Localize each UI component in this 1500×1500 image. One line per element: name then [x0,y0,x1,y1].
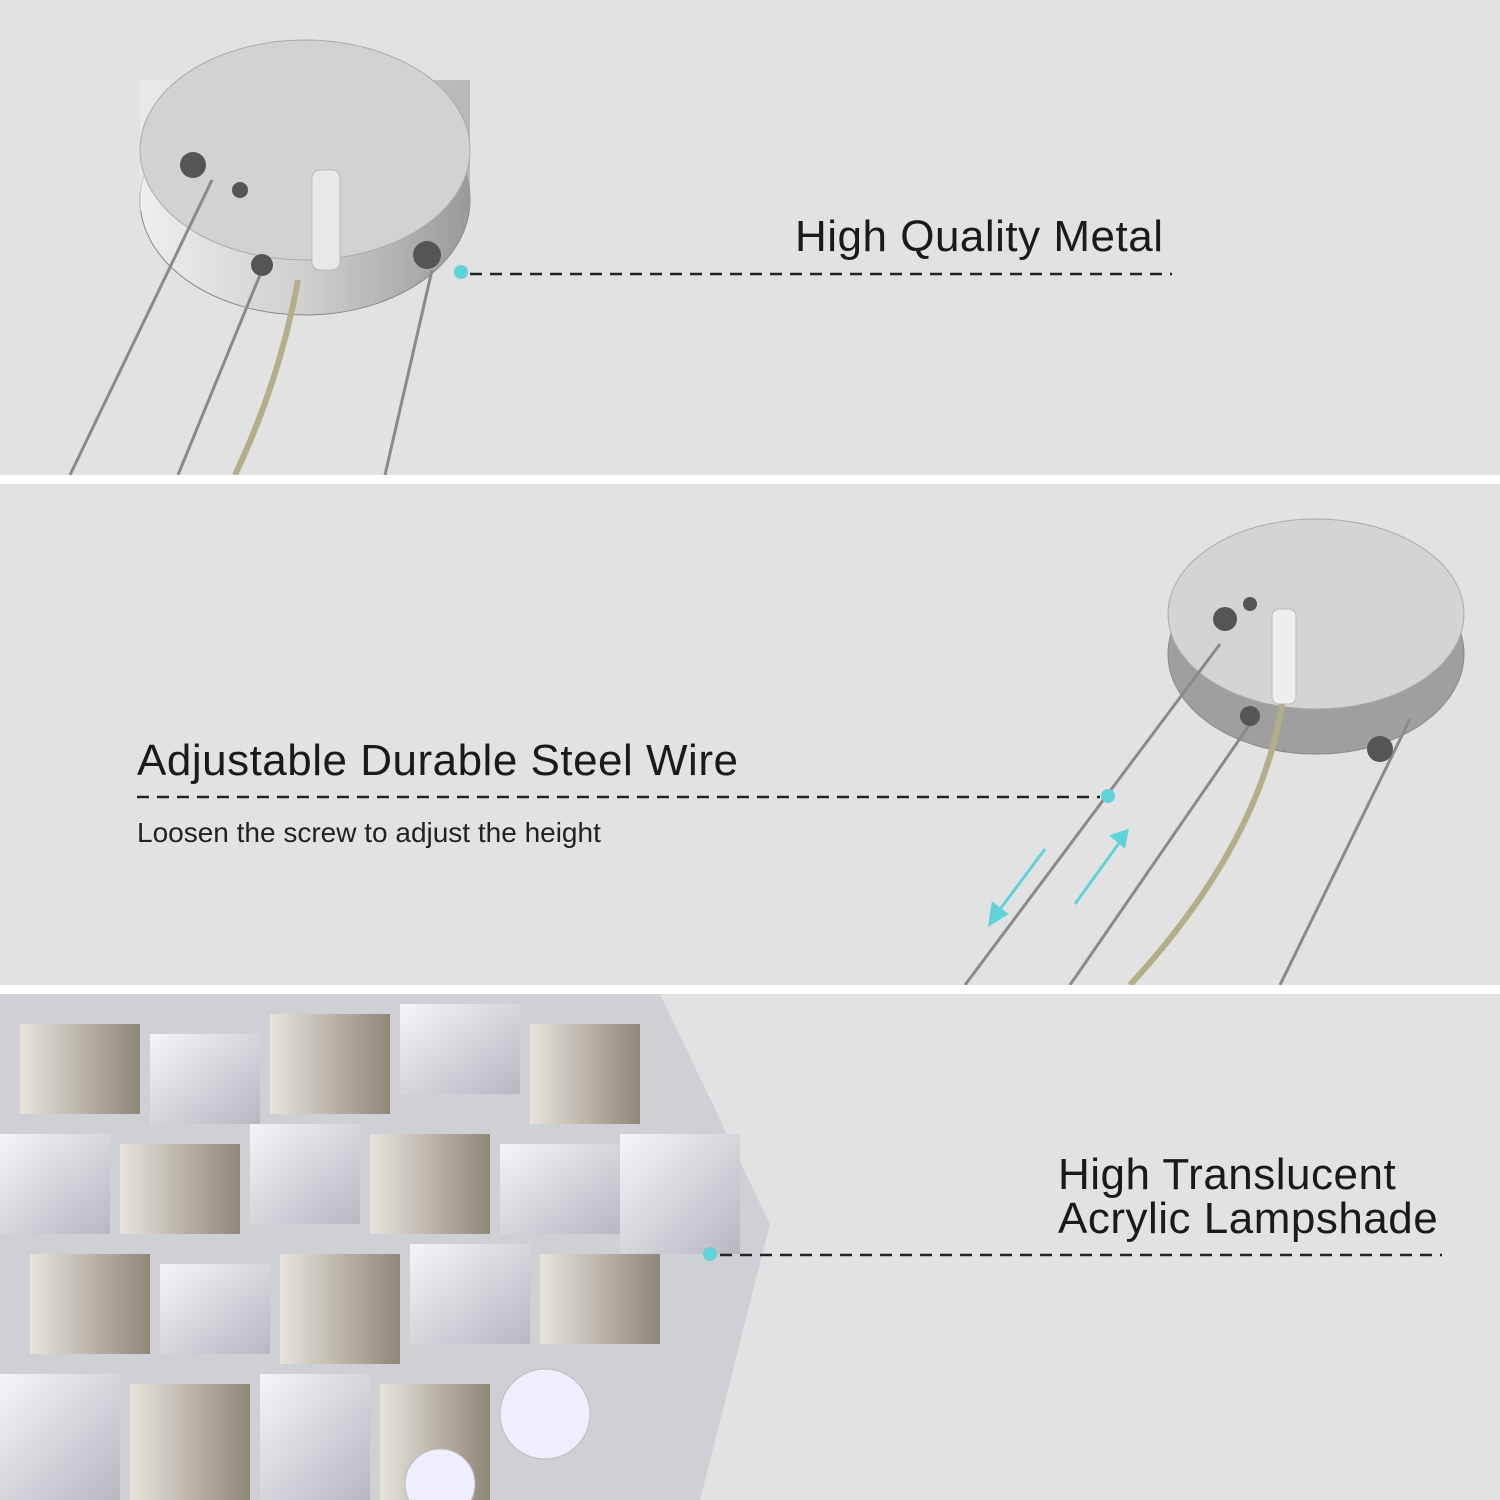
canopy-illustration [68,39,1172,475]
feature-title-line2: Acrylic Lampshade [1058,1194,1439,1243]
callout-dot [454,265,468,279]
panel-lampshade: High Translucent Acrylic Lampshade [0,994,1500,1500]
feature-title: High Quality Metal [795,212,1164,261]
callout-dot [1101,789,1115,803]
feature-title-line1: High Translucent [1058,1150,1397,1199]
lampshade-illustration [0,994,1442,1500]
panel-steel-wire: Adjustable Durable Steel Wire Loosen the… [0,484,1500,985]
feature-subtitle: Loosen the screw to adjust the height [137,817,601,848]
feature-title: Adjustable Durable Steel Wire [137,736,739,785]
callout-dot [703,1247,717,1261]
adjust-arrows-icon [988,828,1129,927]
wire-illustration [137,518,1465,985]
panel-metal-canopy: High Quality Metal [0,0,1500,475]
